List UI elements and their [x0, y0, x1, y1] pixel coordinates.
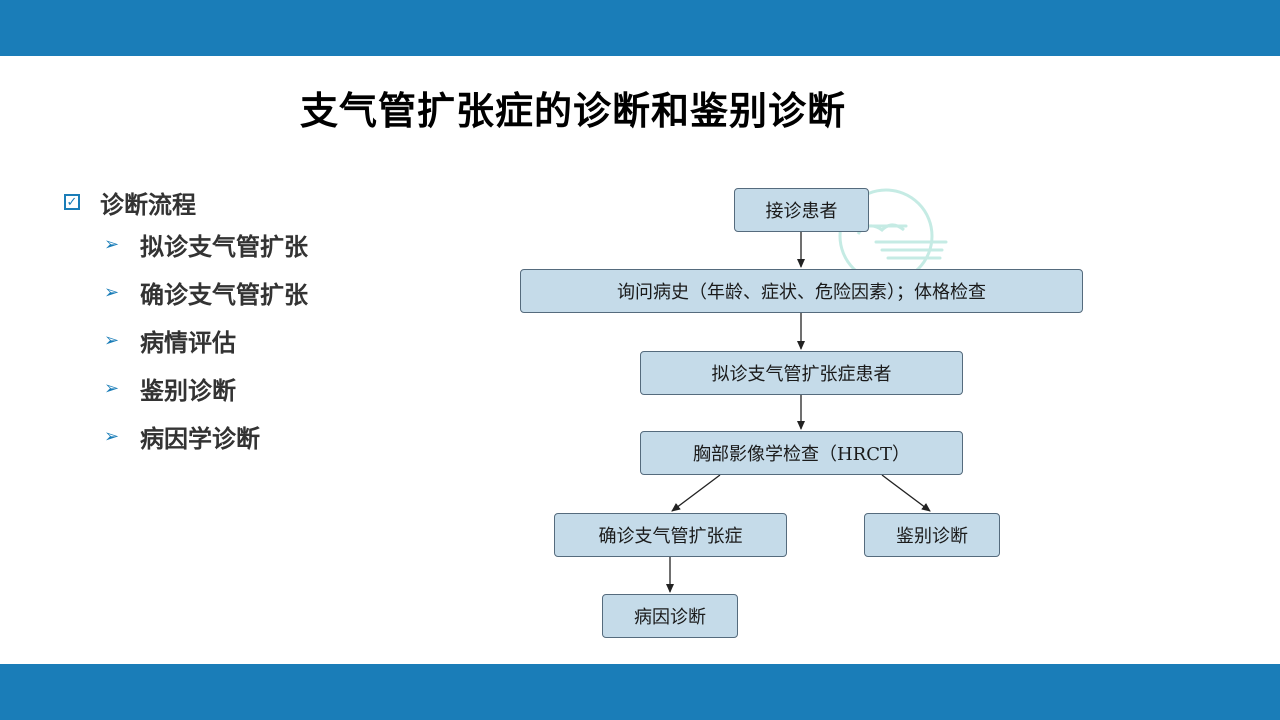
flow-node: 胸部影像学检查（HRCT）	[640, 431, 963, 475]
outline-item: ➢ 确诊支气管扩张	[64, 268, 308, 316]
outline-panel: ✓ 诊断流程 ➢ 拟诊支气管扩张 ➢ 确诊支气管扩张 ➢ 病情评估 ➢ 鉴别诊断…	[64, 184, 308, 460]
checkbox-icon: ✓	[64, 194, 80, 210]
top-banner	[0, 0, 1280, 56]
outline-item: ➢ 病因学诊断	[64, 412, 308, 460]
arrow-bullet-icon: ➢	[104, 233, 120, 255]
edge-arrow	[881, 474, 931, 512]
outline-item-label: 鉴别诊断	[140, 376, 236, 405]
outline-heading: 诊断流程	[100, 190, 196, 219]
slide-title: 支气管扩张症的诊断和鉴别诊断	[300, 89, 847, 133]
flow-node: 病因诊断	[602, 594, 738, 638]
arrow-bullet-icon: ➢	[104, 425, 120, 447]
outline-item-label: 病情评估	[140, 328, 236, 357]
outline-item-label: 拟诊支气管扩张	[140, 232, 308, 261]
flow-node: 接诊患者	[734, 188, 869, 232]
outline-item: ➢ 鉴别诊断	[64, 364, 308, 412]
flow-node: 确诊支气管扩张症	[554, 513, 787, 557]
arrow-bullet-icon: ➢	[104, 329, 120, 351]
outline-list: ➢ 拟诊支气管扩张 ➢ 确诊支气管扩张 ➢ 病情评估 ➢ 鉴别诊断 ➢ 病因学诊…	[64, 220, 308, 460]
flow-node: 询问病史（年龄、症状、危险因素）；体格检查	[520, 269, 1083, 313]
outline-item-label: 病因学诊断	[140, 424, 260, 453]
edge-arrow	[671, 474, 721, 512]
outline-item-label: 确诊支气管扩张	[140, 280, 308, 309]
arrow-bullet-icon: ➢	[104, 377, 120, 399]
flow-node: 拟诊支气管扩张症患者	[640, 351, 963, 395]
outline-item: ➢ 拟诊支气管扩张	[64, 220, 308, 268]
arrow-bullet-icon: ➢	[104, 281, 120, 303]
flow-node: 鉴别诊断	[864, 513, 1000, 557]
outline-item: ➢ 病情评估	[64, 316, 308, 364]
bottom-banner	[0, 664, 1280, 720]
outline-heading-row: ✓ 诊断流程	[64, 184, 308, 220]
